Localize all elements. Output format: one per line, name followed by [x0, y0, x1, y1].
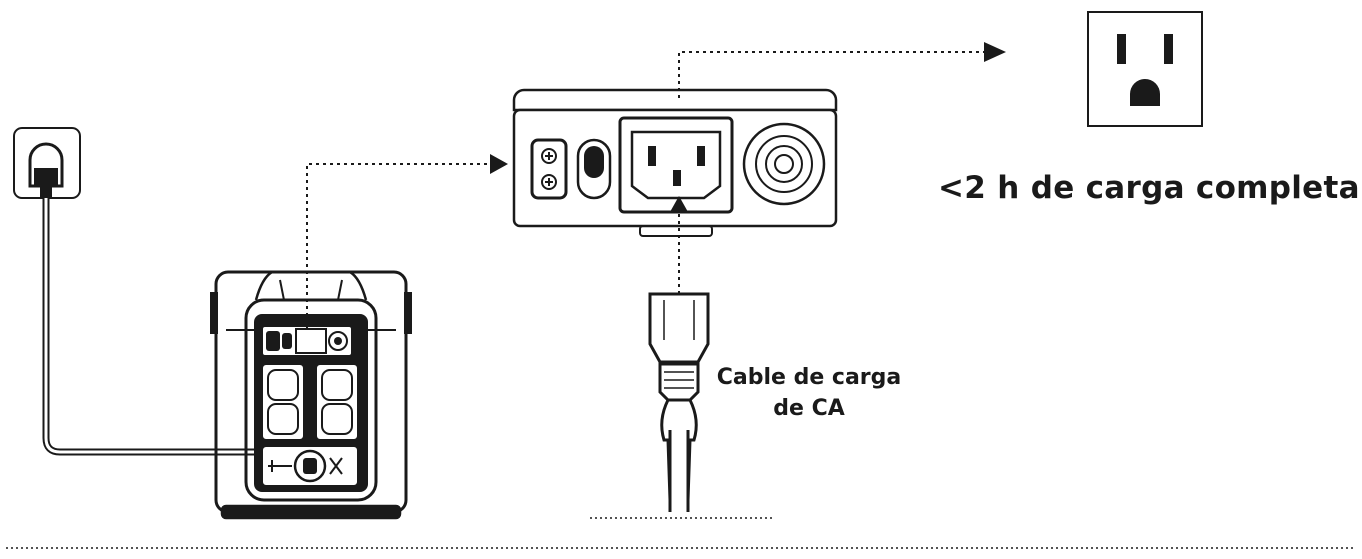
ac-input-panel: [512, 88, 838, 237]
arrow-to-outlet: [984, 42, 1006, 62]
wall-plug-icon: [13, 127, 81, 199]
power-station: [210, 270, 412, 520]
wall-outlet-icon: [1087, 11, 1203, 127]
cable-label: Cable de carga de CA: [704, 362, 914, 424]
cable-label-line1: Cable de carga: [716, 365, 902, 390]
cable-label-line2: de CA: [773, 396, 845, 421]
charge-time-label: <2 h de carga completa: [938, 170, 1360, 206]
connector-panel-to-outlet: [678, 51, 986, 98]
connector-station-to-panel: [306, 163, 494, 330]
arrow-to-inlet: [670, 196, 688, 212]
arrow-to-panel: [490, 154, 508, 174]
ac-charging-cable: [648, 292, 710, 512]
